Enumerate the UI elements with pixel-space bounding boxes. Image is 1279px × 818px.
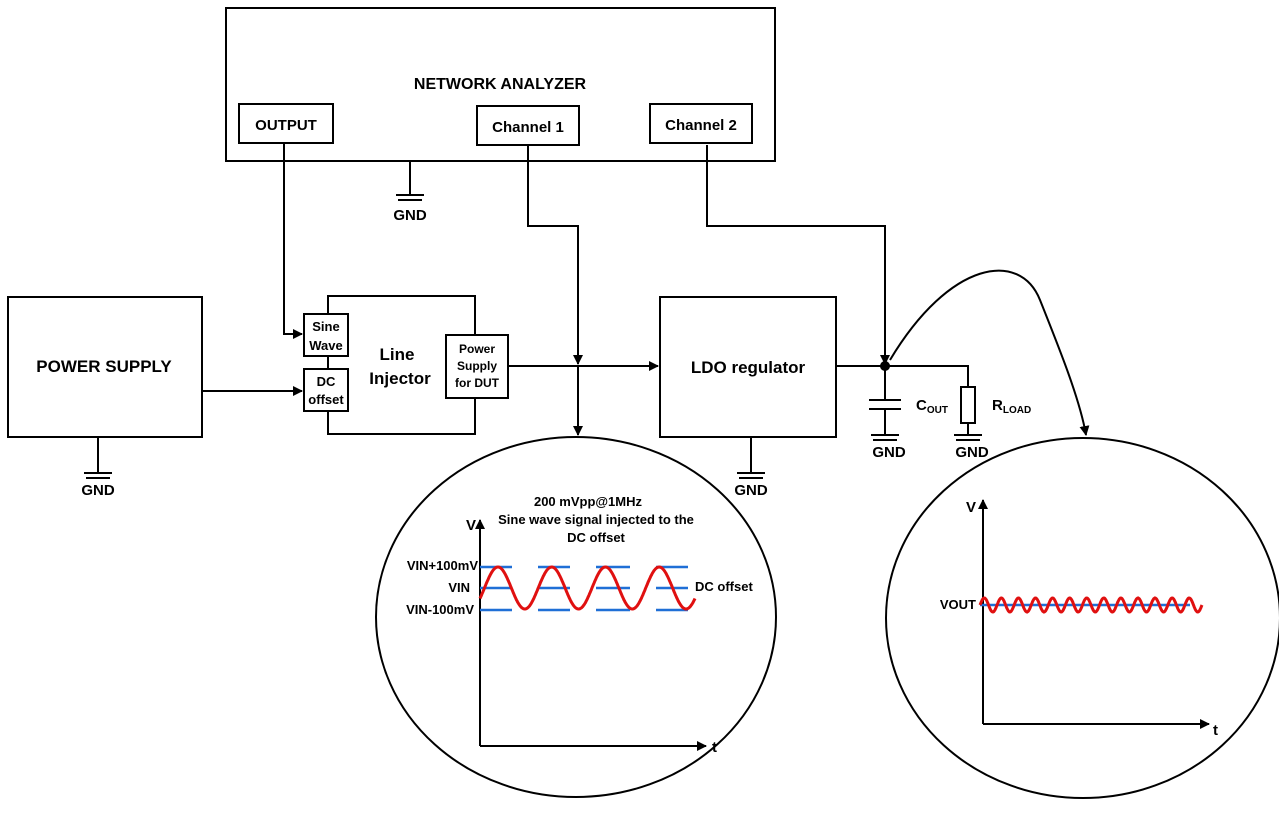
rload-subscript: LOAD	[1003, 405, 1031, 416]
power-supply-label: POWER SUPPLY	[36, 357, 172, 376]
svg-text:COUT: COUT	[916, 397, 948, 416]
channel1-port-label: Channel 1	[492, 119, 564, 136]
cout-label: C	[916, 397, 927, 414]
gnd-label: GND	[393, 207, 427, 224]
network-analyzer-block: NETWORK ANALYZER OUTPUT Channel 1 Channe…	[225, 7, 776, 162]
cout-subscript: OUT	[927, 405, 948, 416]
channel2-port	[649, 103, 753, 144]
input-scope-caption-2: Sine wave signal injected to the	[498, 512, 694, 527]
dc-offset-label-1: DC	[317, 374, 336, 389]
output-t-axis-label: t	[1213, 722, 1218, 739]
dc-offset-input	[303, 368, 349, 412]
output-ripple-wave	[978, 596, 1204, 614]
power-supply-ground: GND	[81, 437, 115, 499]
sine-wave-label-1: Sine	[312, 319, 339, 334]
ldo-regulator-block: LDO regulator	[659, 296, 837, 438]
dut-supply-label-1: Power	[459, 342, 495, 356]
input-v-axis-label: V	[466, 517, 476, 534]
input-scope: 200 mVpp@1MHz Sine wave signal injected …	[375, 436, 777, 798]
output-v-axis-label: V	[966, 499, 976, 516]
wiring	[202, 143, 1090, 436]
line-injector-block: Line Injector Sine Wave DC offset Power …	[303, 295, 509, 435]
dut-supply-label-2: Supply	[457, 359, 497, 373]
ldo-ground: GND	[734, 437, 768, 499]
input-level-high-label: VIN+100mV	[407, 558, 479, 573]
dut-supply-output	[445, 334, 509, 399]
channel1-probe-wire	[527, 145, 583, 365]
output-port	[238, 103, 334, 144]
input-level-low-label: VIN-100mV	[406, 602, 474, 617]
ldo-regulator-label: LDO regulator	[691, 358, 806, 377]
output-port-label: OUTPUT	[255, 117, 317, 134]
output-scope-curve	[889, 269, 1090, 436]
gnd-label: GND	[872, 444, 906, 461]
gnd-label: GND	[955, 444, 989, 461]
input-dc-offset-label: DC offset	[695, 579, 753, 594]
sine-wave-label-2: Wave	[309, 338, 342, 353]
input-scope-caption-3: DC offset	[567, 530, 625, 545]
output-scope: V t VOUT	[885, 437, 1279, 799]
svg-text:RLOAD: RLOAD	[992, 397, 1031, 416]
rload-label: R	[992, 397, 1003, 414]
output-capacitor: GND COUT	[869, 366, 948, 461]
power-supply-block: POWER SUPPLY	[7, 296, 203, 438]
dut-supply-label-3: for DUT	[455, 376, 500, 390]
output-to-sine-wire	[283, 143, 303, 339]
output-vout-label: VOUT	[940, 597, 976, 612]
analyzer-ground: GND	[393, 161, 427, 224]
input-level-mid-label: VIN	[448, 580, 470, 595]
line-injector-label-1: Line	[380, 345, 415, 364]
gnd-label: GND	[734, 482, 768, 499]
network-analyzer-title: NETWORK ANALYZER	[414, 76, 587, 93]
load-resistor: GND RLOAD	[954, 386, 1031, 461]
channel2-port-label: Channel 2	[665, 117, 737, 134]
sine-wave-input	[303, 313, 349, 357]
dc-offset-label-2: offset	[308, 392, 344, 407]
gnd-label: GND	[81, 482, 115, 499]
channel2-probe-wire	[706, 145, 890, 365]
ldo-output-wire	[836, 365, 969, 387]
input-sine-wave	[478, 565, 697, 611]
input-scope-caption-1: 200 mVpp@1MHz	[534, 494, 643, 509]
line-injector-label-2: Injector	[369, 369, 431, 388]
input-t-axis-label: t	[712, 739, 717, 756]
